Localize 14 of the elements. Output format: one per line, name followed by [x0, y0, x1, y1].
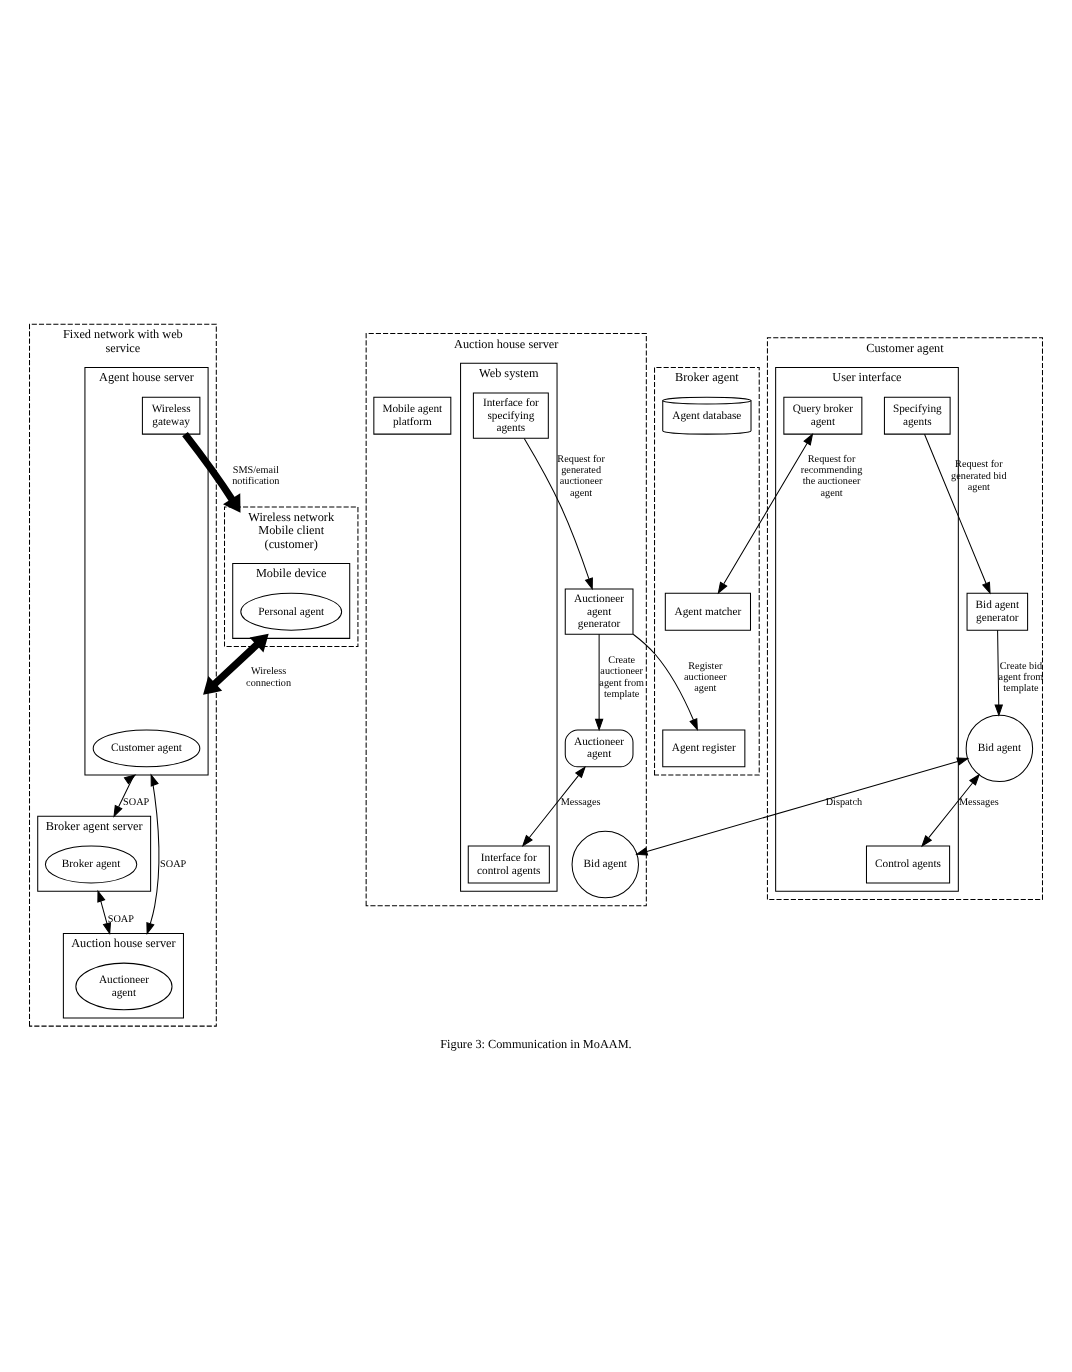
arrow	[717, 432, 814, 595]
arrow	[146, 773, 160, 935]
arrow	[182, 431, 241, 513]
arrow	[97, 889, 112, 935]
arrow	[594, 633, 604, 732]
arrow	[521, 766, 586, 848]
arrow	[113, 774, 137, 818]
arrow	[921, 773, 981, 848]
arrow	[203, 633, 269, 695]
arrow	[632, 633, 698, 731]
arrow	[523, 437, 593, 591]
arrow	[994, 629, 1004, 717]
arrow	[635, 757, 970, 856]
arrow	[924, 433, 991, 595]
